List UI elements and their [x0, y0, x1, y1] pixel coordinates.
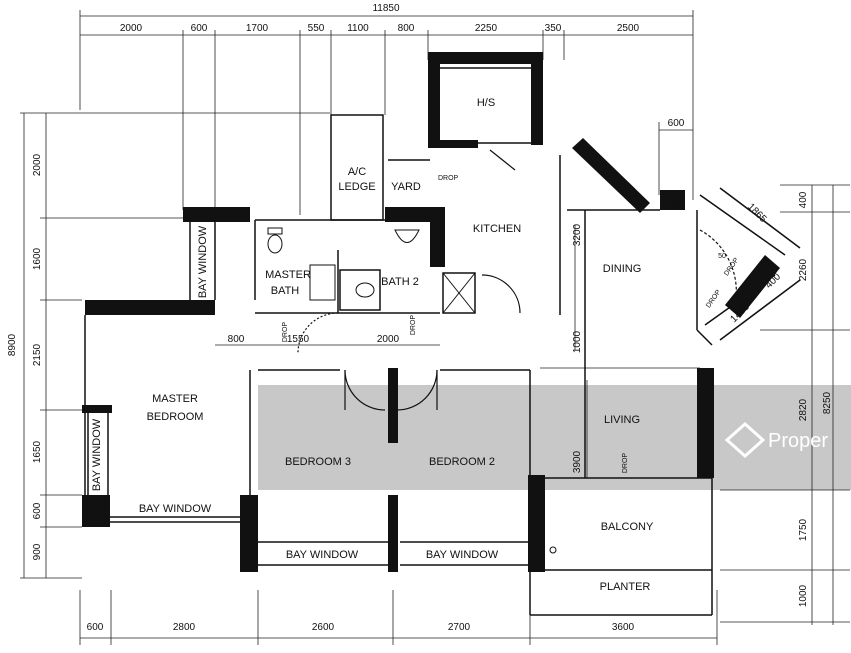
label-drop-2: DROP	[282, 322, 289, 343]
dim-right-3: 1750	[798, 518, 809, 541]
dim-interior-4: 1000	[572, 330, 583, 353]
dim-left-5: 900	[32, 543, 43, 560]
dimension-lines	[20, 10, 850, 645]
label-bedroom2: BEDROOM 2	[429, 456, 495, 468]
label-yard: YARD	[391, 181, 421, 193]
label-ac-ledge-2: LEDGE	[338, 181, 375, 193]
dim-right-2: 2820	[798, 398, 809, 421]
label-drop-3: DROP	[410, 315, 417, 336]
label-ac-ledge-1: A/C	[348, 166, 366, 178]
label-kitchen: KITCHEN	[473, 223, 521, 235]
label-bay-window-3: BAY WINDOW	[426, 549, 499, 561]
dim-interior-9: 50	[718, 253, 726, 260]
label-bay-window-1: BAY WINDOW	[139, 503, 212, 515]
label-bay-window-2: BAY WINDOW	[286, 549, 359, 561]
dim-top-0: 2000	[120, 23, 143, 34]
label-bay-window-4: BAY WINDOW	[197, 225, 209, 298]
label-drop-6: DROP	[705, 289, 723, 310]
dim-top-2: 1700	[246, 23, 269, 34]
dim-bottom-2: 2600	[312, 622, 335, 633]
dim-top-1: 600	[191, 23, 208, 34]
label-master-bedroom-2: BEDROOM	[147, 411, 204, 423]
watermark-text: Proper	[768, 430, 828, 452]
label-balcony: BALCONY	[601, 521, 654, 533]
structural-walls	[82, 52, 780, 572]
dim-top-7: 350	[545, 23, 562, 34]
dim-left-3: 1650	[32, 440, 43, 463]
dim-top-4: 1100	[347, 23, 369, 34]
watermark: Proper	[724, 421, 828, 459]
dim-right-1: 2260	[798, 258, 809, 281]
dim-top-6: 2250	[475, 23, 498, 34]
fixtures	[267, 227, 557, 554]
logo-icon	[724, 421, 766, 459]
dim-left-0: 2000	[32, 153, 43, 176]
toilet-master-icon	[267, 234, 283, 254]
dim-bottom-3: 2700	[448, 622, 471, 633]
highlight-band	[258, 385, 851, 490]
room-labels: H/S A/C LEDGE YARD KITCHEN DINING MASTER…	[91, 97, 741, 593]
label-bedroom3: BEDROOM 3	[285, 456, 351, 468]
dim-interior-5: 3900	[572, 450, 583, 473]
dim-left-1: 1600	[32, 247, 43, 270]
dim-top-5: 800	[398, 23, 415, 34]
toilet-bath2-icon	[355, 282, 375, 298]
label-living: LIVING	[604, 414, 640, 426]
dim-interior-2: 2000	[377, 334, 400, 345]
dim-top-inner: 600	[668, 118, 685, 129]
dimension-labels: 11850 2000 600 1700 550 1100 800 2250 35…	[7, 3, 833, 633]
dim-top-3: 550	[308, 23, 325, 34]
label-bath2: BATH 2	[381, 276, 419, 288]
dim-interior-3: 3200	[572, 223, 583, 246]
label-drop-1: DROP	[438, 175, 459, 182]
dim-right-4: 1000	[798, 584, 809, 607]
dim-interior-0: 800	[228, 334, 245, 345]
dim-left-total: 8900	[7, 333, 18, 356]
dim-right-total: 8250	[822, 391, 833, 414]
dim-interior-1: 1550	[287, 334, 310, 345]
label-drop-4: DROP	[622, 453, 629, 474]
sink-master-icon	[309, 264, 336, 301]
label-db: DB	[671, 201, 681, 208]
dim-bottom-0: 600	[87, 622, 104, 633]
door-swings	[297, 149, 737, 411]
label-master-bedroom-1: MASTER	[152, 393, 198, 405]
dim-right-0: 400	[798, 191, 809, 208]
label-master-bath-2: BATH	[271, 285, 300, 297]
label-hs: H/S	[477, 97, 495, 109]
sink-bath2-icon	[394, 229, 420, 243]
dim-left-4: 600	[32, 502, 43, 519]
dim-top-8: 2500	[617, 23, 640, 34]
dim-bottom-4: 3600	[612, 622, 635, 633]
label-dining: DINING	[603, 263, 642, 275]
label-master-bath-1: MASTER	[265, 269, 311, 281]
dim-left-2: 2150	[32, 343, 43, 366]
dim-top-total: 11850	[372, 3, 400, 14]
label-planter: PLANTER	[600, 581, 651, 593]
dim-bottom-1: 2800	[173, 622, 196, 633]
label-bay-window-5: BAY WINDOW	[91, 418, 103, 491]
